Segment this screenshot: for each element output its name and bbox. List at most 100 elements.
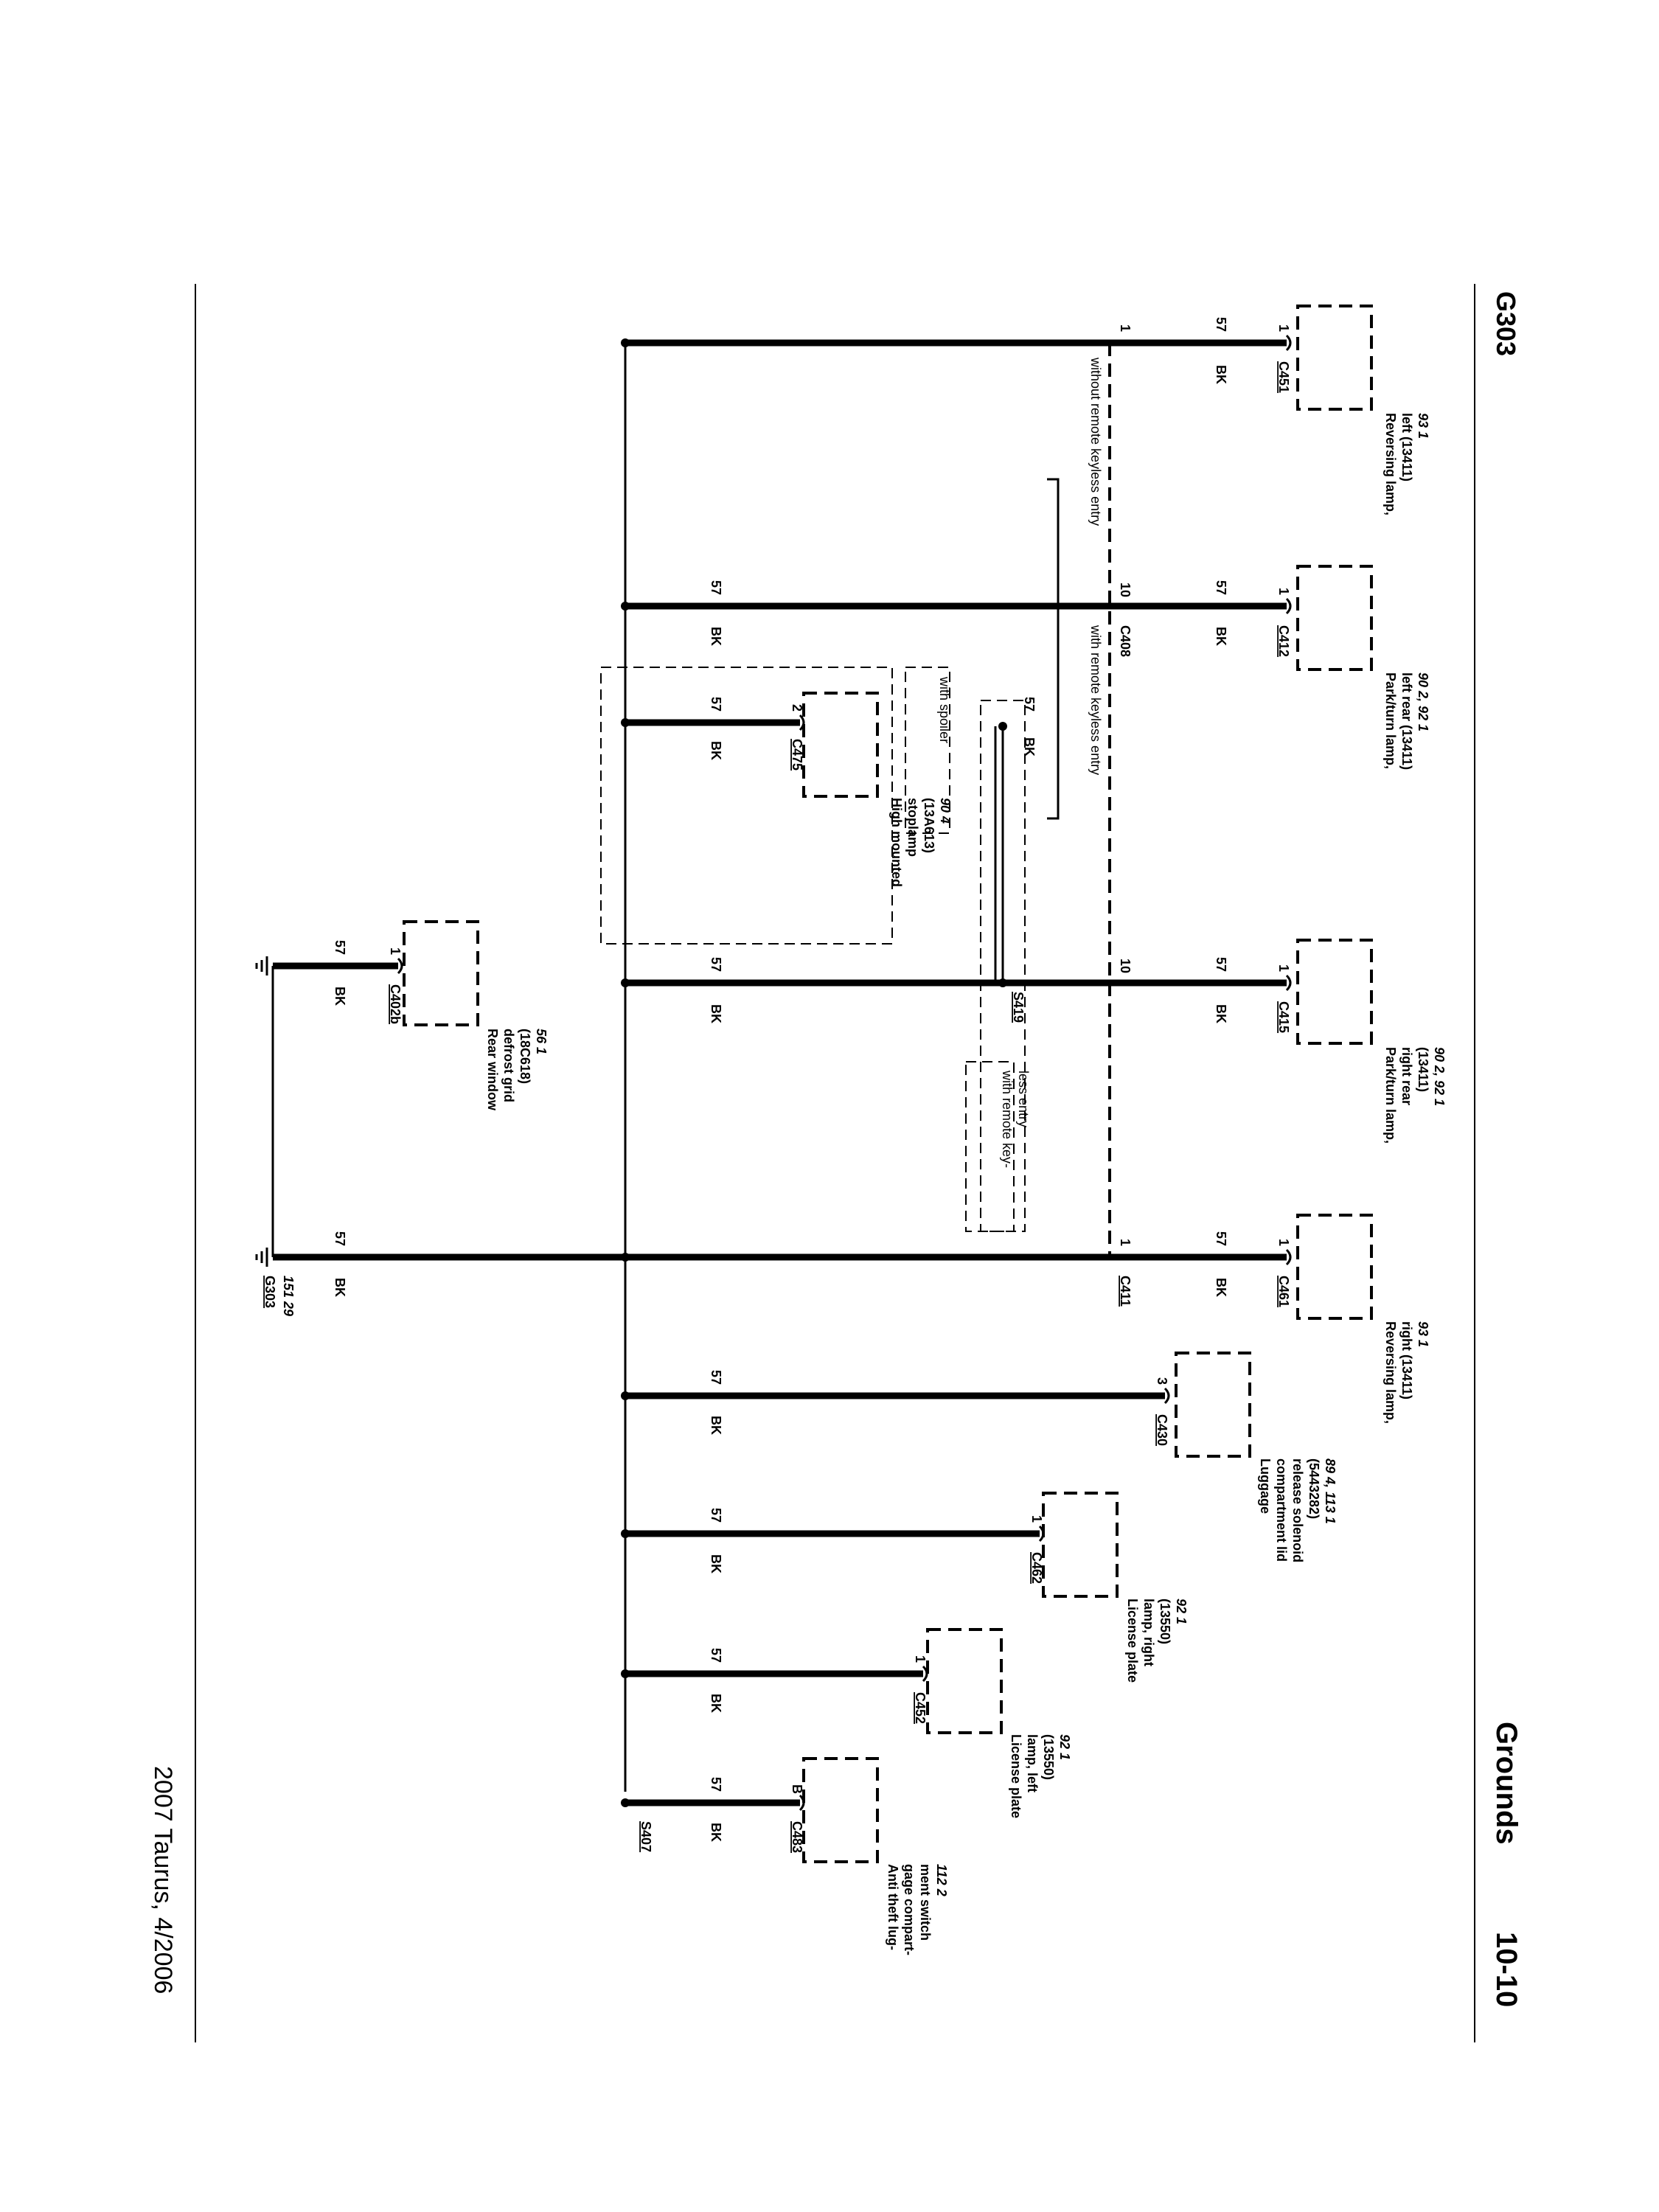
ground-symbol-g303 [255,1248,268,1267]
pin-inline-left: 1 [1118,324,1133,332]
conn-c462: C462 [1029,1552,1044,1584]
hmsl-line3: (13A613) [922,798,936,853]
note-s419-rke-line2: less entry [1016,1071,1031,1127]
luggage-line5: 89 4, 113 1 [1323,1458,1338,1524]
antitheft-line3: ment switch [918,1864,933,1941]
conn-c452-label: C452 [913,1692,928,1724]
pin-c475: 2 [790,704,804,712]
wire-circuit-8: 57 [1214,1231,1228,1246]
park-left-line1: Park/turn lamp, [1383,672,1398,769]
conn-c415-label: C415 [1276,1001,1291,1033]
wire-color-7: BK [709,1004,723,1023]
note-with-spoiler-text: with spoiler [937,676,952,743]
wire-color-10: BK [709,1416,723,1435]
wire-color-11: BK [709,1554,723,1573]
ground-g303: G303 151 29 [262,1276,296,1316]
component-box-lic-right [1042,1492,1119,1598]
conn-c402b-label: C402b [388,984,403,1024]
wire-circuit-1: 57 [1214,317,1228,332]
rev-right-line2: right (13411) [1399,1321,1414,1399]
conn-c402b: C402b [388,984,403,1024]
hmsl-line4: 90 4 [938,798,953,824]
page-number-group: 10-10 [1490,1932,1523,2007]
ground-symbol-defrost [255,956,268,975]
wire-color-13: BK [709,1823,723,1842]
wire-labels: 57 BK 57 BK 57 BK 57 BK 57 BK 57 BK 57 B… [333,317,1228,1842]
spoiler-option-box [600,667,893,945]
pin-c483: B [790,1784,804,1794]
pin-c408: 10 [1118,582,1133,597]
conn-c408: C408 [1118,625,1133,657]
conn-c415: C415 [1276,1001,1291,1033]
label-park-left: Park/turn lamp, left rear (13411) 90 2, … [1383,672,1430,770]
pin-c411: 1 [1118,1239,1133,1246]
wire-color-14: BK [333,987,347,1006]
wire-color-3: BK [709,627,723,646]
park-right-line4: 90 2, 92 1 [1432,1047,1447,1106]
rev-left-line3: 93 1 [1416,413,1430,439]
conn-c483-label: C483 [790,1821,804,1853]
page-number: 10-10 [1490,1932,1523,2007]
pin-c462: 1 [1029,1515,1044,1523]
conn-c475: C475 [790,739,804,771]
wire-circuit-4: 57 [709,697,723,712]
lic-left-line2: lamp, left [1025,1734,1040,1792]
luggage-line2: compartment lid [1274,1458,1289,1562]
lic-left-line4: 92 1 [1057,1734,1072,1760]
lic-left-line1: License plate [1009,1734,1023,1818]
section-title: Grounds [1490,1722,1523,1845]
splice-s419-label: S419 [1011,992,1026,1023]
luggage-line3: release solenoid [1290,1458,1305,1562]
pin-c430: 3 [1155,1377,1169,1385]
hmsl-line1: High mounted [889,798,904,887]
park-right-line1: Park/turn lamp, [1383,1047,1398,1144]
ground-title-group: G303 [1491,291,1521,356]
antitheft-line4: 112 2 [934,1864,949,1896]
wire-circuit-9: 57 [333,1231,347,1246]
label-rev-right: Reversing lamp, right (13411) 93 1 [1383,1321,1430,1424]
wire-color-5: BK [1022,737,1037,757]
conn-c461: C461 [1276,1276,1291,1307]
spoiler-label-box [905,667,950,834]
component-box-rev-right [1296,1214,1373,1320]
antitheft-line1: Anti theft lug- [886,1864,900,1950]
splice-dots [621,338,1007,1807]
park-left-line3: 90 2, 92 1 [1416,672,1430,731]
label-antitheft: Anti theft lug- gage compart- ment switc… [886,1864,949,1955]
defrost-line3: (18C618) [518,1029,532,1084]
wire-circuit-13: 57 [709,1777,723,1792]
note-with-spoiler: with spoiler [937,676,952,743]
splice-s419: S419 [1011,992,1026,1023]
wire-circuit-11: 57 [709,1508,723,1523]
wire-circuit-10: 57 [709,1370,723,1385]
antitheft-line2: gage compart- [902,1864,917,1955]
conn-c452: C452 [913,1692,928,1724]
section-title-group: Grounds [1490,1722,1523,1845]
luggage-line4: (5443282) [1307,1458,1321,1519]
label-lic-left: License plate lamp, left (13550) 92 1 [1009,1734,1072,1818]
ground-title: G303 [1491,291,1521,356]
park-left-line2: left rear (13411) [1399,672,1414,770]
component-box-defrost [403,920,479,1026]
conn-c483: C483 [790,1821,804,1853]
pin-c415: 1 [1276,964,1291,972]
wire-circuit-3: 57 [709,580,723,595]
pin-inline-right: 10 [1118,959,1133,973]
conn-c411: C411 [1118,1276,1133,1307]
wire-color-6: BK [1214,1004,1228,1023]
note-with-rke-text: with remote keyless entry [1088,625,1103,775]
component-box-park-left [1296,565,1373,671]
note-without-rke-text: without remote keyless entry [1088,357,1103,526]
conn-c408-label: C408 [1118,625,1133,657]
footer-group: 2007 Taurus, 4/2006 [149,1766,177,1994]
pin-c451: 1 [1276,324,1291,332]
conn-c412-label: C412 [1276,625,1291,657]
conn-c461-label: C461 [1276,1276,1291,1307]
pin-c402b: 1 [388,947,403,955]
conn-c411-label: C411 [1118,1276,1133,1307]
conn-c475-label: C475 [790,739,804,771]
note-s419-rke-line1: with remote key- [1000,1070,1015,1168]
label-lic-right: License plate lamp, right (13550) 92 1 [1125,1599,1189,1683]
splice-s407-label: S407 [639,1821,653,1852]
